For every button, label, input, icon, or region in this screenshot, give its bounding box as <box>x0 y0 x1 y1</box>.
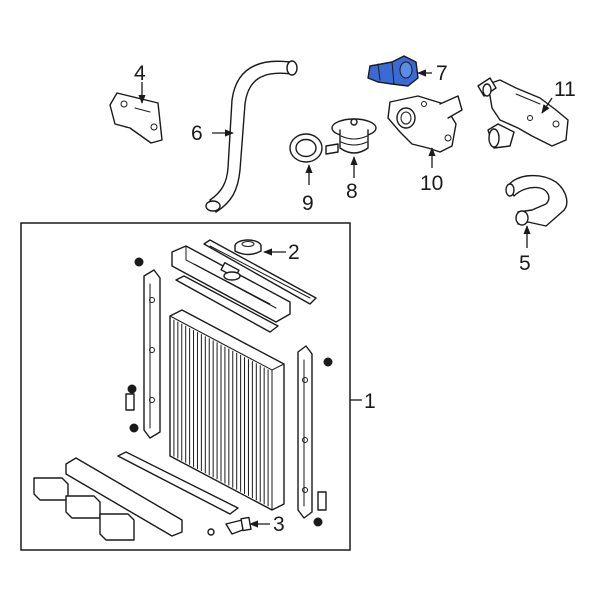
upper-tank <box>171 245 291 323</box>
part-3-drain-cock[interactable] <box>225 516 252 535</box>
part-8-thermostat[interactable] <box>325 118 377 155</box>
callout-2: 2 <box>288 241 300 264</box>
part-9-gasket[interactable] <box>289 133 323 163</box>
callout-5: 5 <box>519 252 531 275</box>
callout-8: 8 <box>346 180 358 203</box>
part-2-radiator-cap[interactable] <box>234 239 262 256</box>
part-6-upper-hose[interactable] <box>205 60 298 213</box>
foam-blocks <box>33 477 135 541</box>
part-4-bracket[interactable] <box>109 92 163 144</box>
part-5-lower-hose[interactable] <box>505 175 568 227</box>
upper-tank-gasket <box>175 275 279 333</box>
radiator-core-fins <box>173 319 269 507</box>
callout-3: 3 <box>273 513 285 536</box>
callout-7: 7 <box>436 62 448 85</box>
callout-11: 11 <box>554 78 576 101</box>
left-side-bracket <box>143 269 161 439</box>
part-11-water-inlet[interactable] <box>477 77 569 149</box>
bolt-icons <box>127 257 333 536</box>
clip-left <box>125 393 135 411</box>
part-10-housing[interactable] <box>387 95 463 153</box>
callout-1: 1 <box>364 390 376 413</box>
radiator-assembly-frame <box>20 222 351 551</box>
callout-4: 4 <box>134 62 146 85</box>
callout-11-leader <box>541 97 553 114</box>
callout-6: 6 <box>191 122 203 145</box>
callout-9: 9 <box>302 192 314 215</box>
lower-tank-strips <box>65 451 239 537</box>
clip-right <box>317 491 327 511</box>
part-7-water-outlet[interactable] <box>367 55 419 87</box>
radiator-core <box>169 309 285 511</box>
callout-10: 10 <box>420 172 443 195</box>
right-side-bracket <box>297 345 313 519</box>
